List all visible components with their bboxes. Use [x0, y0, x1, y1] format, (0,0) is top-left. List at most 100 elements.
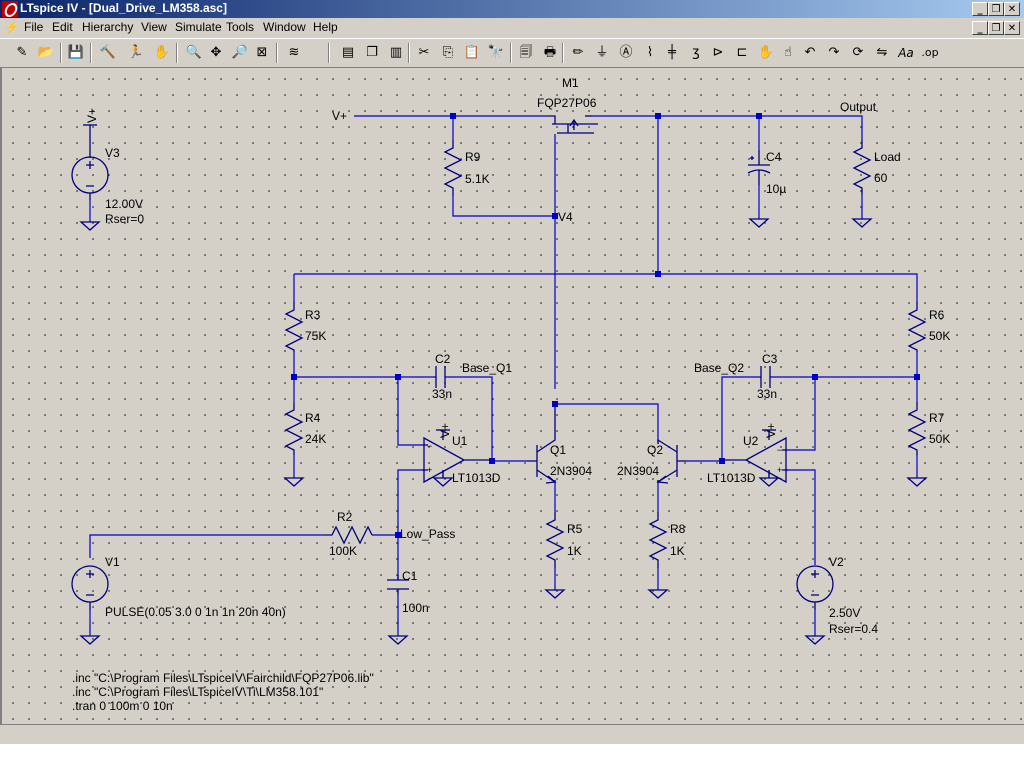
resistor-r7[interactable]: [907, 402, 927, 455]
component-icon[interactable]: ⊏: [736, 45, 748, 60]
draw-wire-icon[interactable]: ✏: [572, 45, 584, 60]
resistor-r5[interactable]: [545, 512, 565, 568]
toolbar-separator: [408, 43, 410, 63]
drag-icon[interactable]: ☝: [784, 45, 792, 60]
svg-text:+: +: [777, 465, 782, 475]
redo-icon[interactable]: ↷: [828, 45, 840, 60]
capacitor-c2[interactable]: [435, 366, 446, 388]
cut-icon[interactable]: ✂: [418, 45, 430, 60]
resistor-icon[interactable]: ⌇: [646, 45, 654, 60]
capacitor-c4[interactable]: [747, 150, 771, 185]
menu-help[interactable]: Help: [313, 20, 338, 34]
rotate-icon[interactable]: ⟳: [852, 45, 864, 60]
resistor-r8[interactable]: [648, 512, 668, 568]
toolbar-separator: [60, 43, 62, 63]
find-icon[interactable]: 🔭: [487, 45, 505, 60]
zoom-out-icon[interactable]: 🔎: [231, 45, 249, 60]
menu-view[interactable]: View: [141, 20, 167, 34]
menu-edit[interactable]: Edit: [52, 20, 73, 34]
opamp-u2[interactable]: − +: [722, 429, 788, 484]
cascade-icon[interactable]: ❐: [366, 45, 378, 60]
autorange-icon[interactable]: ≋: [288, 45, 300, 60]
transistor-q1[interactable]: [527, 404, 557, 484]
v1-value-label: PULSE(0.05 3.0 0 1n 1n 20n 40n): [105, 605, 286, 619]
close-button[interactable]: ✕: [1004, 2, 1020, 16]
pan-icon[interactable]: ✥: [210, 45, 222, 60]
restore-button[interactable]: ❐: [988, 2, 1004, 16]
inductor-icon[interactable]: ʒ: [692, 45, 700, 60]
spice-directives[interactable]: .inc "C:\Program Files\LTspiceIV\Fairchi…: [72, 671, 374, 713]
print-icon[interactable]: 🖶: [543, 45, 557, 60]
resistor-r3[interactable]: [284, 302, 304, 352]
zoom-fit-icon[interactable]: ⊠: [256, 45, 268, 60]
menu-simulate[interactable]: Simulate: [175, 20, 222, 34]
diode-icon[interactable]: ⊳: [712, 45, 724, 60]
doc-minimize-button[interactable]: _: [972, 21, 988, 35]
resistor-load[interactable]: [852, 140, 872, 195]
halt-icon[interactable]: ✋: [153, 45, 171, 60]
c3-name-label: C3: [762, 352, 778, 366]
output-net-label: Output: [840, 100, 877, 114]
control-panel-icon[interactable]: 🔨: [99, 45, 117, 60]
label-net-icon[interactable]: Ⓐ: [619, 45, 633, 60]
doc-restore-button[interactable]: ❐: [988, 21, 1004, 35]
opamp-u1[interactable]: − +: [422, 429, 489, 484]
document-icon[interactable]: ⚡: [4, 20, 19, 34]
resistor-r6[interactable]: [907, 302, 927, 352]
c4-name-label: C4: [766, 150, 782, 164]
r3-value-label: 75K: [305, 329, 326, 343]
svg-text:+: +: [427, 465, 432, 475]
toolbar-separator: [328, 43, 330, 63]
mirror-icon[interactable]: ⇋: [876, 45, 888, 60]
window-title: LTspice IV - [Dual_Drive_LM358.asc]: [20, 1, 227, 15]
c3-value-label: 33n: [757, 387, 777, 401]
copy-icon[interactable]: ⎘: [442, 45, 454, 60]
q2-name-label: Q2: [647, 443, 663, 457]
menu-file[interactable]: File: [24, 20, 44, 34]
m1-name-label: M1: [562, 76, 579, 90]
open-icon[interactable]: 📂: [37, 45, 55, 60]
schematic-canvas[interactable]: − + − +: [0, 68, 1024, 724]
r6-value-label: 50K: [929, 329, 950, 343]
ground-icon[interactable]: ⏚: [595, 45, 609, 60]
menu-hierarchy[interactable]: Hierarchy: [82, 20, 134, 34]
new-schematic-icon[interactable]: ✎: [16, 45, 28, 60]
transistor-q2[interactable]: [656, 438, 687, 484]
text-icon[interactable]: Aa: [898, 46, 914, 60]
mosfet-m1[interactable]: [547, 115, 598, 134]
print-preview-icon[interactable]: 🗐: [519, 45, 533, 60]
save-icon[interactable]: 💾: [67, 45, 85, 60]
capacitor-c3[interactable]: [760, 366, 771, 388]
resistor-r4[interactable]: [284, 402, 304, 455]
doc-close-button[interactable]: ✕: [1004, 21, 1020, 35]
voltage-source-v2[interactable]: [796, 565, 834, 610]
capacitor-icon[interactable]: ╪: [668, 45, 676, 60]
r2-value-label: 100K: [329, 544, 357, 558]
undo-icon[interactable]: ↶: [804, 45, 816, 60]
resistor-r9[interactable]: [443, 140, 463, 196]
v3-vplus-label: V+: [85, 108, 99, 123]
tile-horizontal-icon[interactable]: ▤: [341, 45, 355, 60]
tile-vertical-icon[interactable]: ▥: [389, 45, 403, 60]
r8-name-label: R8: [670, 522, 686, 536]
toolbar: ✎ 📂 💾 🔨 🏃 ✋ 🔍 ✥ 🔎 ⊠ ≋ ▤ ❐ ▥ ✂ ⎘ 📋 🔭 🗐 🖶 ✏ ⏚ Ⓐ ⌇ ╪ ʒ ⊳ ⊏ ✋ ☝ ↶ ↷ ⟳ ⇋ Aa .op: [0, 38, 1024, 68]
run-icon[interactable]: 🏃: [127, 45, 145, 60]
voltage-source-v1[interactable]: [71, 565, 109, 610]
toolbar-separator: [276, 43, 278, 63]
minimize-button[interactable]: _: [972, 2, 988, 16]
resistor-r2[interactable]: [324, 525, 373, 545]
menu-tools[interactable]: Tools: [226, 20, 255, 34]
q1-model-label: 2N3904: [550, 464, 592, 478]
c4-value-label: 10µ: [766, 182, 786, 196]
zoom-in-icon[interactable]: 🔍: [185, 45, 203, 60]
voltage-source-v3[interactable]: [71, 124, 109, 200]
spice-directive-icon[interactable]: .op: [921, 46, 939, 59]
paste-icon[interactable]: 📋: [463, 45, 481, 60]
v2-name-label: V2: [829, 555, 844, 569]
r8-value-label: 1K: [670, 544, 685, 558]
capacitor-c1[interactable]: [387, 575, 409, 595]
menu-window[interactable]: Window: [263, 20, 306, 34]
r4-name-label: R4: [305, 411, 321, 425]
move-icon[interactable]: ✋: [757, 45, 775, 60]
svg-text:−: −: [777, 445, 782, 455]
